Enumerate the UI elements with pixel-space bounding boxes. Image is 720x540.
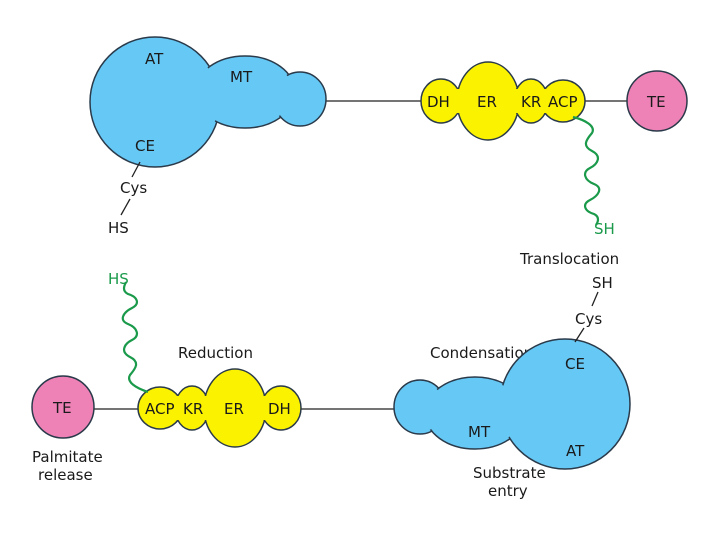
condensation-label: Condensation [430,344,533,362]
bottom-kr-label: KR [183,400,203,418]
bottom-acp-arm [121,281,149,394]
bottom-reductive-blob [137,368,302,448]
bottom-ce-label: CE [565,355,585,373]
top-ks-blob [89,36,327,168]
bottom-te-label: TE [52,399,72,417]
top-cys-label: Cys [120,179,147,197]
bottom-er-label: ER [224,400,244,418]
bottom-sh-label: SH [592,274,613,292]
translocation-label: Translocation [519,250,619,268]
palmitate-label: Palmitate [32,448,103,466]
bottom-cys-bond-upper [591,291,599,307]
bottom-te-circle [31,375,95,439]
top-ce-label: CE [135,137,155,155]
top-te-label: TE [646,93,666,111]
top-hs-label: HS [108,219,129,237]
top-dh-label: DH [427,93,450,111]
top-te-circle [626,70,688,132]
top-reductive-blob [420,61,586,141]
top-er-label: ER [477,93,497,111]
top-cys-bond-lower [120,198,131,216]
top-kr-label: KR [521,93,541,111]
bottom-at-label: AT [566,442,585,460]
top-cys-bond-upper [131,161,141,178]
release-label: release [38,466,93,484]
reduction-label: Reduction [178,344,253,362]
top-acp-label: ACP [548,93,578,111]
substrate-label: Substrate [473,464,546,482]
bottom-hs-label: HS [108,270,129,288]
bottom-ks-blob [393,338,631,470]
top-acp-arm [572,115,601,226]
bottom-cys-label: Cys [575,310,602,328]
bottom-dh-label: DH [268,400,291,418]
entry-label: entry [488,482,528,500]
top-sh-label: SH [594,220,615,238]
bottom-mt-label: MT [468,423,491,441]
top-mt-label: MT [230,68,253,86]
bottom-acp-label: ACP [145,400,175,418]
top-at-label: AT [145,50,164,68]
bottom-cys-bond-lower [574,327,585,343]
